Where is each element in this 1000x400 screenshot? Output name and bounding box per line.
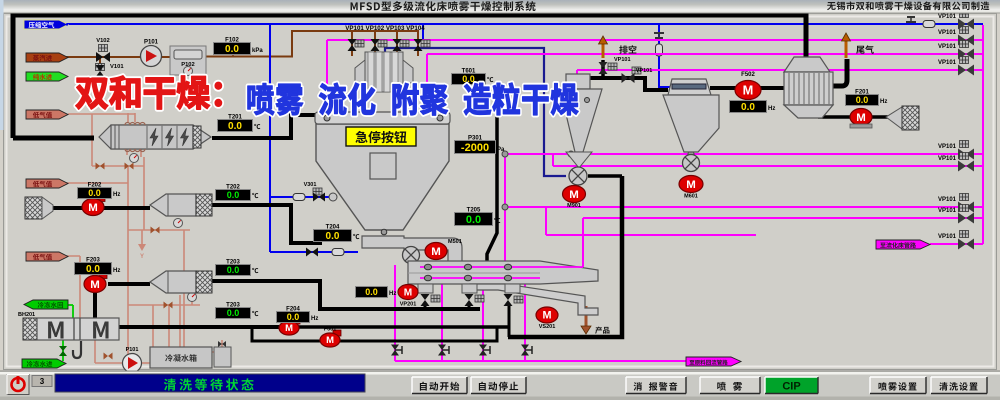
svg-text:BH201: BH201 <box>18 312 35 318</box>
svg-text:M: M <box>743 82 754 97</box>
svg-text:P101: P101 <box>126 347 139 353</box>
svg-text:V102: V102 <box>96 38 110 44</box>
svg-text:F202: F202 <box>88 183 102 189</box>
svg-text:Hz: Hz <box>113 192 120 198</box>
svg-text:F601: F601 <box>324 327 337 333</box>
svg-text:0.0: 0.0 <box>225 44 239 55</box>
svg-text:VP101: VP101 <box>938 234 957 240</box>
svg-text:F204: F204 <box>286 307 300 313</box>
svg-text:T203: T203 <box>226 303 240 309</box>
svg-text:CIP: CIP <box>782 381 800 393</box>
svg-text:0.0: 0.0 <box>462 74 475 84</box>
svg-text:VP101: VP101 <box>938 156 957 162</box>
svg-text:T205: T205 <box>467 208 481 214</box>
svg-text:P102: P102 <box>181 62 195 68</box>
svg-text:M601: M601 <box>684 194 698 200</box>
svg-text:VS201: VS201 <box>539 324 556 330</box>
svg-text:M901: M901 <box>567 203 581 209</box>
svg-text:0.0: 0.0 <box>86 264 100 275</box>
svg-text:Hz: Hz <box>389 291 396 297</box>
svg-text:V301: V301 <box>304 182 317 188</box>
svg-text:0.0: 0.0 <box>227 308 240 318</box>
svg-text:Y: Y <box>140 254 144 260</box>
svg-text:3: 3 <box>40 377 45 386</box>
svg-text:M501: M501 <box>448 239 462 245</box>
svg-text:0.0: 0.0 <box>856 95 869 105</box>
svg-text:Pa: Pa <box>497 147 505 153</box>
svg-text:M: M <box>88 202 98 214</box>
svg-text:0.0: 0.0 <box>227 265 240 275</box>
svg-text:F502: F502 <box>741 72 755 78</box>
svg-text:kPa: kPa <box>252 48 263 54</box>
svg-text:T203: T203 <box>226 260 240 266</box>
svg-text:VP101: VP101 <box>938 30 957 36</box>
svg-text:M: M <box>326 335 334 346</box>
svg-text:M: M <box>431 246 441 258</box>
svg-text:0.0: 0.0 <box>287 312 300 322</box>
svg-text:VP101: VP101 <box>938 44 957 50</box>
svg-text:0.0: 0.0 <box>741 102 755 113</box>
svg-text:VP101: VP101 <box>938 208 957 214</box>
svg-text:0.0: 0.0 <box>228 121 242 132</box>
svg-text:M: M <box>856 112 866 124</box>
svg-text:P301: P301 <box>468 136 483 142</box>
svg-text:VP101: VP101 <box>938 197 957 203</box>
svg-text:T201: T201 <box>228 115 242 121</box>
svg-text:-2000: -2000 <box>461 142 489 154</box>
svg-text:F201: F201 <box>855 90 869 96</box>
svg-text:F102: F102 <box>225 38 239 44</box>
svg-text:0.0: 0.0 <box>88 188 101 198</box>
svg-text:0.0: 0.0 <box>227 190 240 200</box>
svg-text:0.0: 0.0 <box>365 287 378 297</box>
svg-text:T202: T202 <box>226 185 240 191</box>
svg-text:M: M <box>285 323 293 334</box>
svg-text:Hz: Hz <box>311 316 318 322</box>
svg-text:VP101: VP101 <box>938 14 957 20</box>
svg-text:T204: T204 <box>326 225 340 231</box>
svg-text:Hz: Hz <box>880 99 887 105</box>
svg-text:M: M <box>569 189 579 201</box>
svg-text:Hz: Hz <box>113 268 120 274</box>
svg-text:VP101 VP102 VP103 VP104: VP101 VP102 VP103 VP104 <box>345 25 425 32</box>
svg-text:P101: P101 <box>144 40 159 46</box>
svg-text:M: M <box>90 279 100 291</box>
svg-text:0.0: 0.0 <box>326 231 340 242</box>
svg-text:0.0: 0.0 <box>466 214 481 226</box>
svg-text:M: M <box>686 179 696 191</box>
svg-text:Hz: Hz <box>768 106 775 112</box>
svg-text:VP101: VP101 <box>938 144 957 150</box>
svg-text:M: M <box>543 310 552 322</box>
svg-text:F203: F203 <box>86 258 100 264</box>
svg-text:VP101: VP101 <box>636 68 653 74</box>
svg-text:VP101: VP101 <box>614 57 631 63</box>
svg-text:T601: T601 <box>462 69 476 75</box>
svg-text:VP201: VP201 <box>400 302 417 308</box>
svg-text:M: M <box>404 287 412 298</box>
svg-text:V101: V101 <box>110 64 124 70</box>
svg-text:VP101: VP101 <box>938 60 957 66</box>
